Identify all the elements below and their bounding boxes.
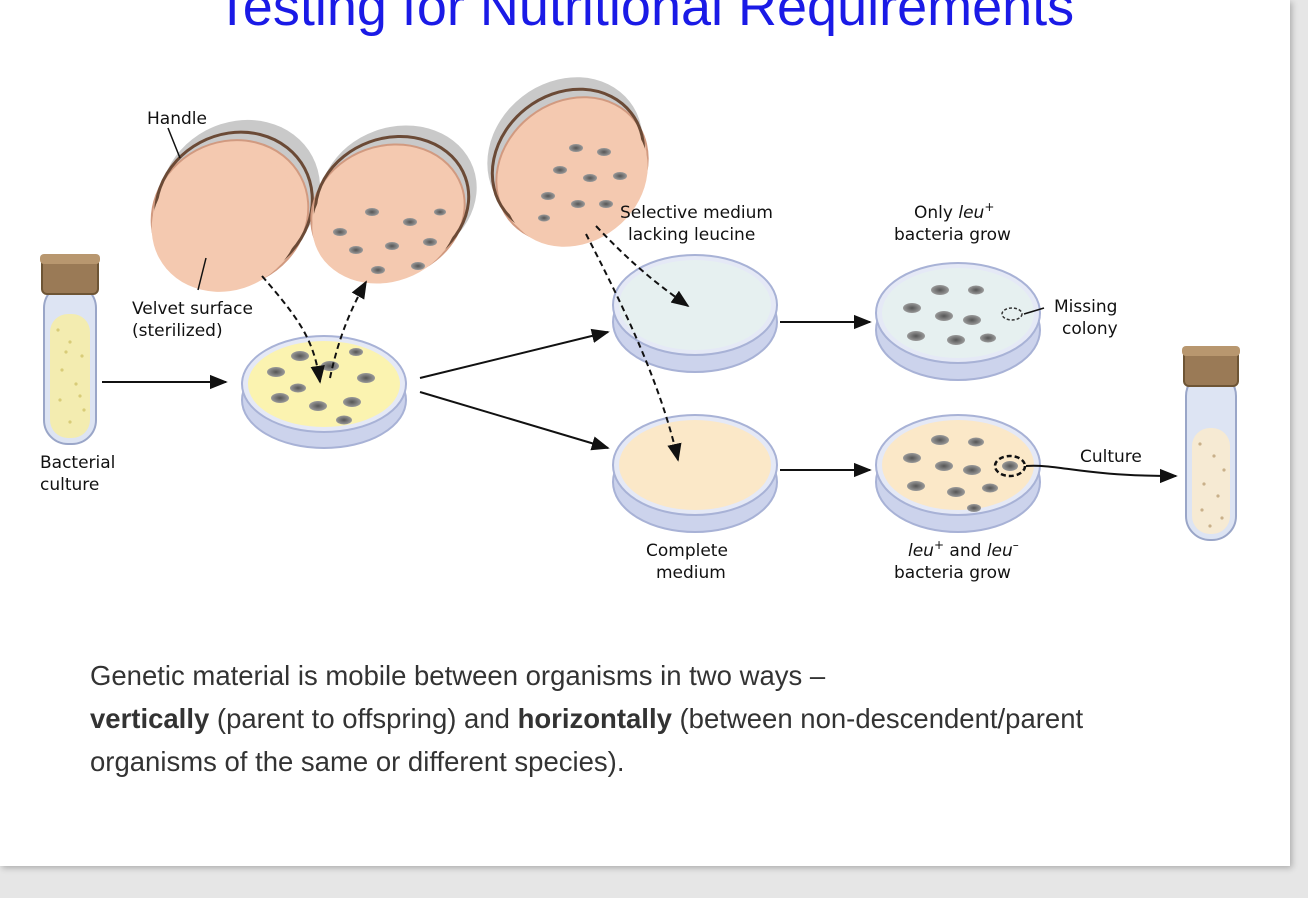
label-only-leu-plus: Only leu+ xyxy=(914,200,994,223)
body-intro: Genetic material is mobile between organ… xyxy=(90,660,826,691)
body-horizontal-desc: (between non-descendent/parent organisms… xyxy=(90,703,1084,777)
leader-lines xyxy=(167,127,1045,315)
term-horizontally: horizontally xyxy=(517,703,672,734)
body-vertical-desc: (parent to offspring) and xyxy=(209,703,518,734)
flow-arrows xyxy=(102,314,1178,484)
label-bacteria-grow-2: bacteria grow xyxy=(894,563,1011,583)
label-lacking-leucine: lacking leucine xyxy=(628,225,755,245)
term-vertically: vertically xyxy=(90,703,210,734)
label-medium: medium xyxy=(656,563,726,583)
label-culture: culture xyxy=(40,475,99,495)
body-paragraph: Genetic material is mobile between organ… xyxy=(90,654,1170,783)
result-plate-all xyxy=(875,414,1041,533)
selective-plate xyxy=(612,254,778,373)
replica-plating-diagram: Handle Velvet surface (sterilized) Bacte… xyxy=(40,77,1240,583)
velvet-stamp-imprinted xyxy=(310,125,477,284)
velvet-stamp-sterile xyxy=(150,119,321,292)
result-plate-leu-plus xyxy=(875,262,1041,381)
slide: Testing for Nutritional Requirements xyxy=(0,0,1290,866)
label-complete: Complete xyxy=(646,541,728,561)
master-plate xyxy=(241,335,407,449)
label-selective-medium: Selective medium xyxy=(620,203,773,223)
label-leu-plus-and-minus: leu+ and leu– xyxy=(908,538,1019,561)
selected-colony-marker xyxy=(993,454,1027,478)
missing-colony-marker xyxy=(1001,307,1023,321)
velvet-stamp-transfer xyxy=(487,77,649,247)
label-velvet-surface: Velvet surface xyxy=(132,299,253,319)
label-sterilized: (sterilized) xyxy=(132,321,223,341)
test-tube-right xyxy=(1182,346,1240,541)
slide-title: Testing for Nutritional Requirements xyxy=(215,0,1075,37)
test-tube-left xyxy=(40,254,100,445)
label-culture-right: Culture xyxy=(1080,447,1142,467)
transfer-arrows xyxy=(261,225,690,462)
label-handle: Handle xyxy=(147,109,207,129)
label-bacterial: Bacterial xyxy=(40,453,115,473)
label-colony: colony xyxy=(1062,319,1118,339)
label-missing: Missing xyxy=(1054,297,1117,317)
complete-plate xyxy=(612,414,778,533)
label-bacteria-grow-1: bacteria grow xyxy=(894,225,1011,245)
